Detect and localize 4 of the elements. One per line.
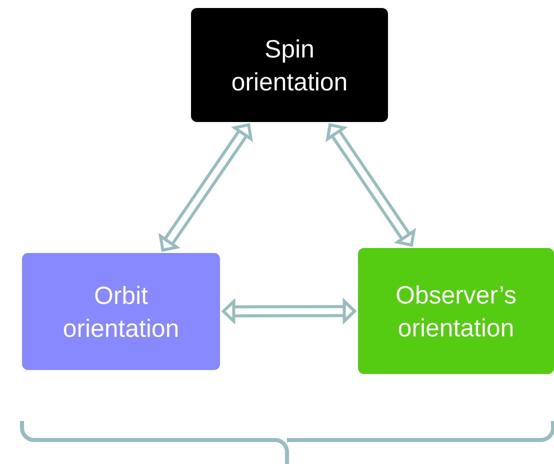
text-box: Observer’s orientation [358,248,554,374]
double-arrow [326,123,416,247]
text-box: Spin orientation [191,8,388,122]
text-box: Orbit orientation [22,252,220,370]
